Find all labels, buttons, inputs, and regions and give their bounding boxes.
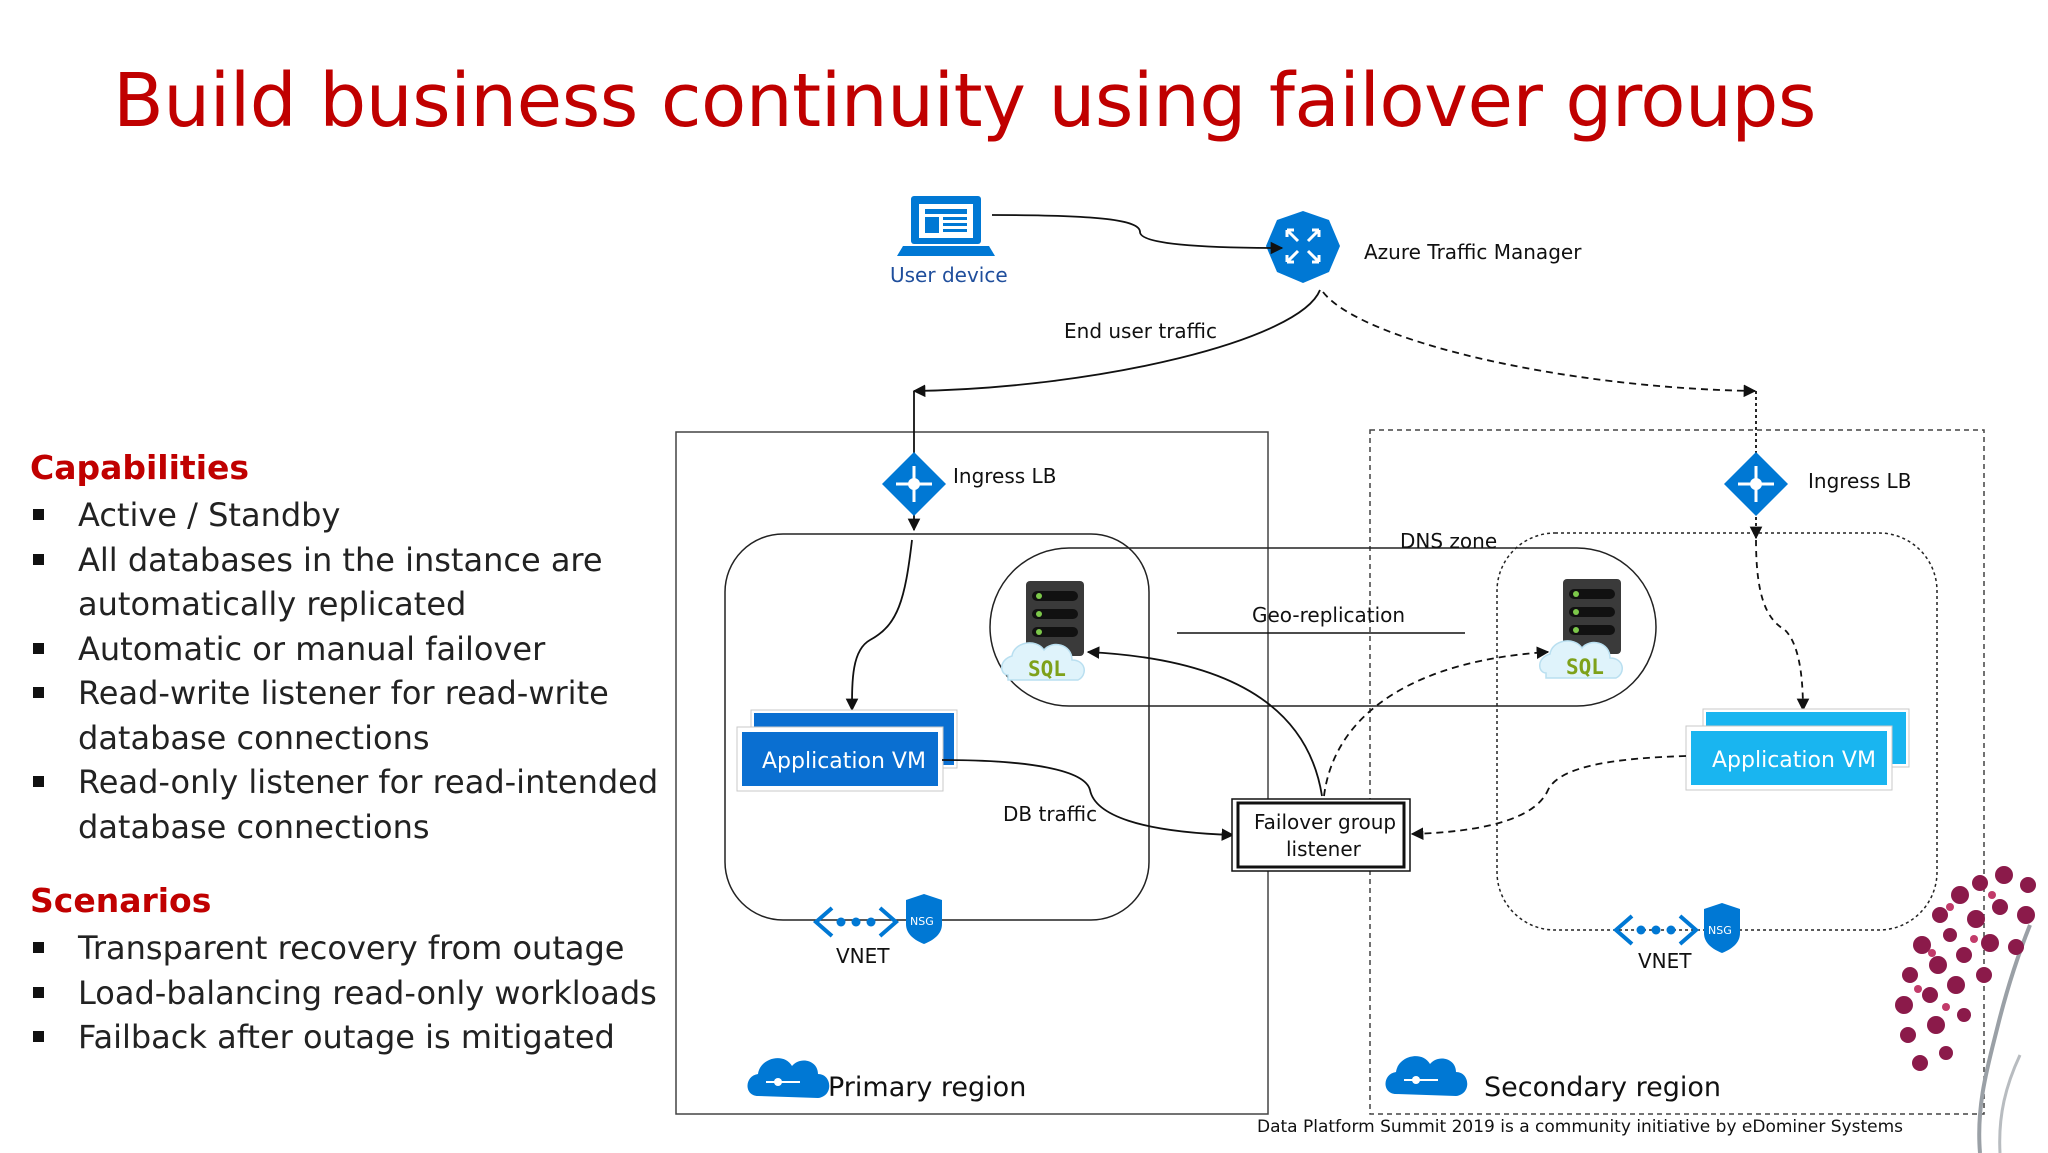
user-to-tm-arrow — [991, 214, 1284, 255]
tm-to-secondary-arrow — [1322, 291, 1757, 398]
app-vm-secondary-label: Application VM — [1712, 748, 1876, 773]
secondary-region-label: Secondary region — [1484, 1072, 1721, 1103]
user-device-label: User device — [890, 263, 1008, 287]
traffic-manager-icon — [1266, 211, 1340, 283]
primary-region-label: Primary region — [828, 1072, 1026, 1103]
app-vm-secondary — [1685, 708, 1910, 791]
scenarios-list: Transparent recovery from outage Load-ba… — [30, 926, 670, 1060]
lb-to-secondary-vm-arrow — [1755, 539, 1810, 712]
nsg-primary-label: NSG — [910, 915, 934, 928]
secondary-vm-to-listener-arrow — [1410, 755, 1687, 840]
listener-to-secondary-sql-arrow — [1323, 646, 1550, 797]
sql-server-secondary-icon — [1539, 579, 1623, 679]
list-item: Read-only listener for read-intended dat… — [30, 760, 670, 849]
ingress-lb-secondary-label: Ingress LB — [1808, 469, 1911, 493]
db-traffic-label: DB traffic — [1003, 802, 1097, 826]
primary-region-box — [675, 431, 1269, 1115]
sql-badge-secondary: SQL — [1566, 655, 1604, 679]
vnet-primary-icon — [812, 906, 900, 938]
list-item: Read-write listener for read-write datab… — [30, 671, 670, 760]
geo-replication-label: Geo-replication — [1252, 603, 1405, 627]
vnet-primary-label: VNET — [836, 944, 890, 968]
capabilities-list: Active / Standby All databases in the in… — [30, 493, 670, 849]
vnet-secondary-label: VNET — [1638, 949, 1692, 973]
list-item: Load-balancing read-only workloads — [30, 971, 670, 1016]
list-item: Failback after outage is mitigated — [30, 1015, 670, 1060]
primary-region-cloud-icon — [747, 1058, 830, 1098]
failover-listener-line2: listener — [1286, 837, 1362, 861]
page-title: Build business continuity using failover… — [113, 58, 1816, 144]
sql-badge-primary: SQL — [1028, 657, 1066, 681]
list-item: Transparent recovery from outage — [30, 926, 670, 971]
list-item: Automatic or manual failover — [30, 627, 670, 672]
nsg-secondary-shield-icon — [1704, 903, 1740, 953]
app-vm-primary — [736, 709, 958, 792]
ingress-lb-primary-label: Ingress LB — [953, 464, 1056, 488]
nsg-primary-shield-icon — [906, 894, 942, 944]
listener-to-primary-sql-arrow — [1086, 646, 1323, 797]
db-traffic-arrow — [941, 759, 1235, 841]
traffic-manager-label: Azure Traffic Manager — [1364, 240, 1582, 264]
tm-to-primary-arrow — [912, 289, 1321, 398]
list-item: Active / Standby — [30, 493, 670, 538]
ingress-lb-secondary-icon — [1724, 452, 1788, 516]
app-vm-primary-label: Application VM — [762, 749, 926, 774]
ingress-lb-primary-icon — [882, 452, 946, 516]
left-panel: Capabilities Active / Standby All databa… — [30, 448, 670, 1092]
dns-zone-container — [989, 547, 1657, 707]
secondary-region-box — [1369, 429, 1985, 1115]
lb-to-primary-vm-arrow — [845, 539, 913, 712]
end-user-traffic-label: End user traffic — [1064, 319, 1217, 343]
scenarios-heading: Scenarios — [30, 881, 212, 920]
footer-credit: Data Platform Summit 2019 is a community… — [1257, 1117, 1904, 1137]
decorative-tree-illustration — [1895, 866, 2036, 1153]
capabilities-heading: Capabilities — [30, 448, 250, 487]
list-item: All databases in the instance are automa… — [30, 538, 670, 627]
failover-listener-line1: Failover group — [1254, 810, 1396, 834]
nsg-secondary-label: NSG — [1708, 924, 1732, 937]
sql-server-primary-icon — [1001, 581, 1085, 681]
failover-group-listener — [1231, 798, 1411, 872]
laptop-icon — [897, 196, 995, 256]
dns-zone-label: DNS zone — [1400, 529, 1497, 553]
secondary-region-cloud-icon — [1385, 1056, 1468, 1096]
vnet-secondary-icon — [1612, 914, 1700, 946]
